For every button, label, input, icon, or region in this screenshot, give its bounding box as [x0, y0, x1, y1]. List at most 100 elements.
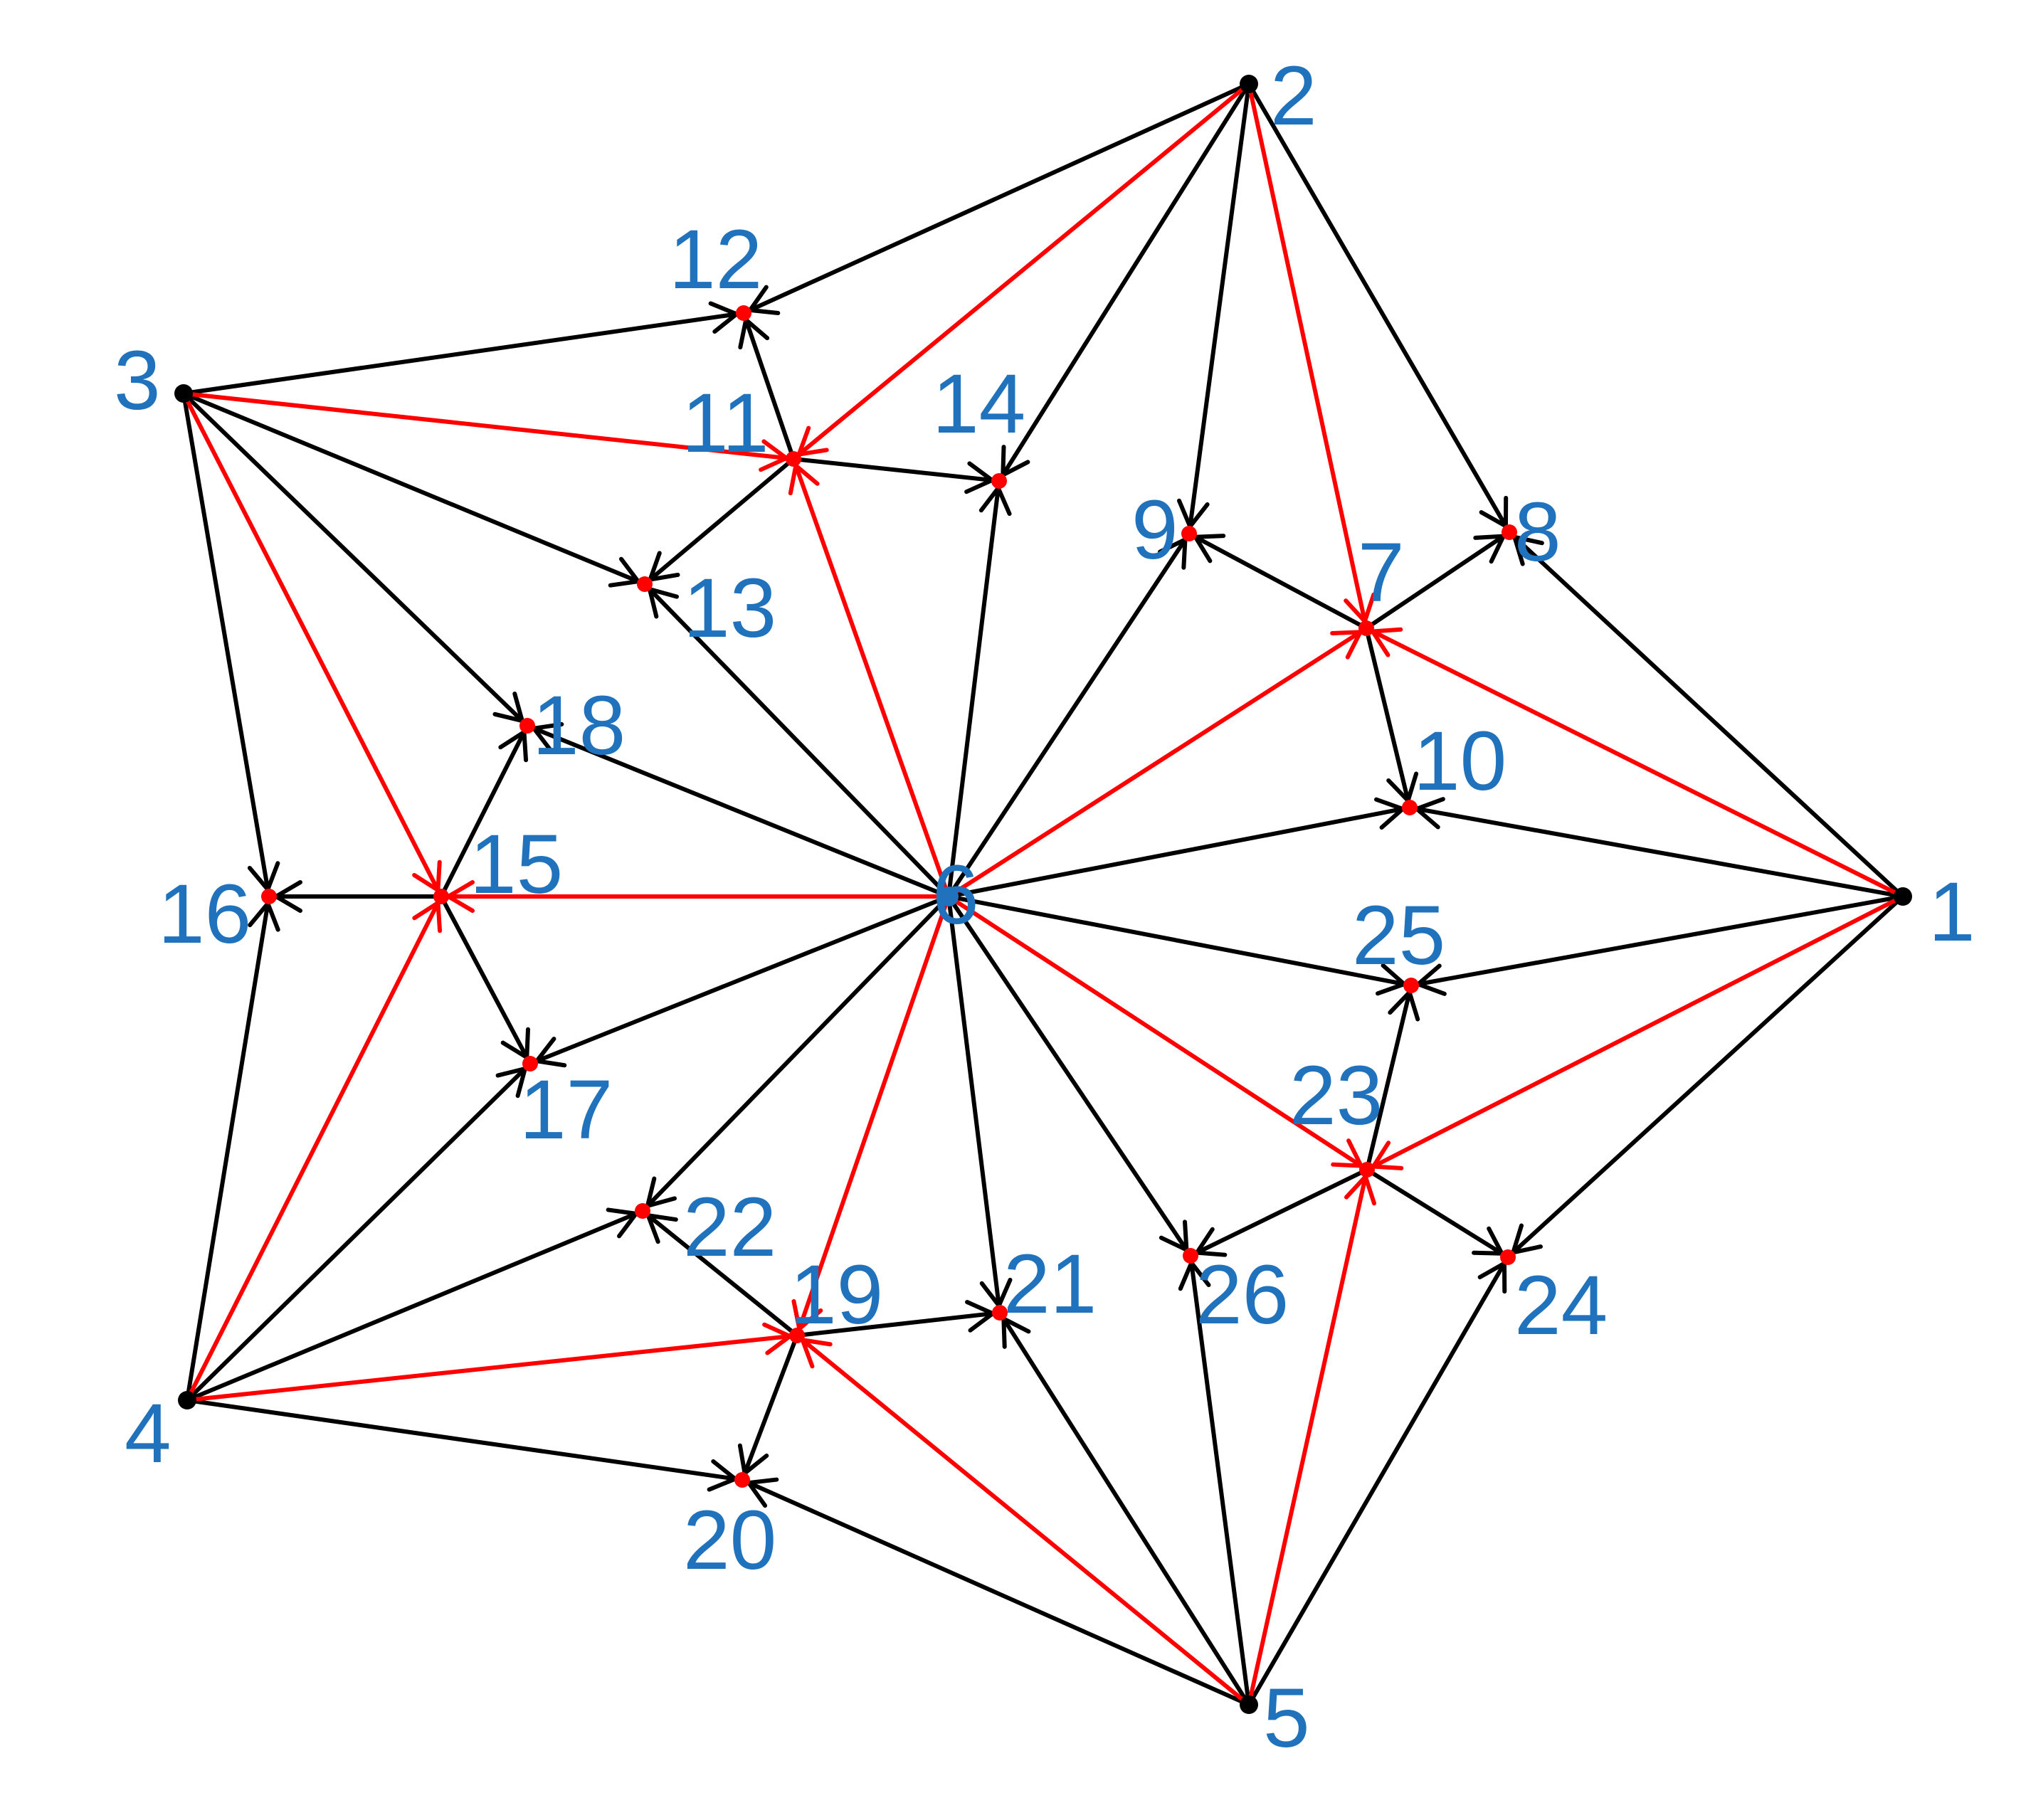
edge-1-to-10 [1409, 797, 1904, 899]
edge-15-to-16 [269, 880, 441, 913]
node-2-dot [1240, 75, 1258, 93]
edge-line-6-17 [529, 894, 950, 1066]
edge-line-5-19 [796, 1333, 1250, 1707]
edge-6-to-10 [948, 797, 1410, 899]
node-22-dot [635, 1203, 650, 1219]
node-16-label: 16 [158, 867, 251, 961]
node-14-dot [991, 473, 1007, 489]
edge-line-6-21 [946, 896, 1002, 1313]
edge-line-7-9 [1188, 531, 1368, 630]
arrowhead-6-7 [1330, 630, 1363, 660]
edge-line-3-16 [181, 393, 271, 897]
node-8-dot [1502, 524, 1517, 540]
edge-line-1-24 [1506, 894, 1905, 1259]
edge-line-2-8 [1247, 83, 1511, 534]
edge-line-3-13 [182, 391, 646, 586]
edge-line-6-18 [526, 724, 950, 899]
node-25-label: 25 [1352, 889, 1445, 983]
edge-line-1-7 [1365, 626, 1904, 899]
edge-line-4-20 [186, 1398, 743, 1482]
node-23-dot [1359, 1162, 1375, 1178]
edge-line-11-12 [742, 312, 796, 460]
edge-2-to-9 [1176, 83, 1251, 534]
node-22-label: 22 [683, 1180, 776, 1274]
node-13-label: 13 [683, 561, 776, 655]
node-17-label: 17 [519, 1063, 613, 1157]
edge-23-to-26 [1189, 1168, 1368, 1258]
edge-5-to-20 [741, 1477, 1250, 1707]
node-8-label: 8 [1514, 485, 1561, 579]
edge-line-6-19 [795, 896, 951, 1336]
edge-line-6-11 [791, 457, 951, 898]
nodes-layer [174, 75, 1912, 1714]
edge-line-6-13 [643, 582, 951, 899]
edge-line-6-14 [946, 480, 1001, 897]
node-1-label: 1 [1928, 865, 1975, 959]
edge-line-3-15 [181, 392, 443, 898]
edge-line-1-8 [1507, 530, 1905, 899]
edge-line-2-11 [792, 82, 1250, 461]
node-13-dot [637, 576, 653, 592]
edge-line-4-19 [186, 1333, 798, 1402]
edge-6-to-11 [788, 457, 951, 898]
edge-15-to-17 [439, 895, 532, 1065]
node-19-label: 19 [790, 1248, 883, 1342]
node-10-label: 10 [1413, 714, 1506, 808]
edges-layer [181, 82, 1905, 1707]
node-6-dot [939, 887, 959, 906]
node-6-label: 6 [932, 848, 979, 942]
edge-2-to-14 [997, 83, 1251, 482]
edge-11-to-14 [793, 457, 1000, 494]
edge-line-7-10 [1364, 628, 1412, 808]
node-4-dot [178, 1391, 196, 1409]
edge-line-19-21 [796, 1311, 1001, 1338]
edge-7-to-9 [1188, 531, 1368, 630]
edge-line-3-11 [183, 391, 794, 461]
node-19-dot [789, 1328, 805, 1343]
node-15-dot [433, 889, 449, 904]
edge-6-to-22 [640, 894, 951, 1213]
node-15-label: 15 [470, 818, 563, 911]
edge-line-6-7 [947, 626, 1368, 899]
edge-line-3-12 [183, 311, 744, 396]
node-25-dot [1403, 978, 1419, 993]
edge-line-7-8 [1365, 530, 1511, 630]
edge-line-4-22 [186, 1209, 644, 1402]
node-2-label: 2 [1270, 49, 1317, 143]
node-26-dot [1183, 1248, 1198, 1264]
node-21-label: 21 [1003, 1237, 1097, 1331]
node-11-label: 11 [682, 376, 769, 470]
edge-7-to-10 [1364, 628, 1419, 808]
node-16-dot [261, 889, 277, 904]
edge-line-23-25 [1365, 985, 1413, 1170]
edge-5-to-21 [998, 1311, 1251, 1706]
edge-line-5-20 [741, 1478, 1250, 1707]
edge-1-to-23 [1366, 894, 1904, 1172]
edge-line-11-13 [643, 457, 795, 586]
edge-line-6-9 [946, 532, 1191, 898]
edge-6-to-17 [529, 894, 950, 1068]
edge-6-to-21 [946, 896, 1013, 1313]
arrowhead-2-14 [1001, 445, 1030, 477]
edge-line-5-23 [1247, 1169, 1369, 1705]
edge-1-to-8 [1507, 530, 1905, 899]
edge-1-to-25 [1410, 894, 1904, 996]
node-17-dot [522, 1056, 538, 1072]
edge-4-to-22 [186, 1207, 644, 1402]
edge-6-to-14 [946, 480, 1012, 897]
node-18-label: 18 [532, 679, 626, 773]
edge-line-2-9 [1187, 83, 1251, 534]
node-14-label: 14 [932, 357, 1025, 451]
edge-line-15-17 [439, 895, 532, 1065]
edge-line-19-22 [641, 1209, 798, 1338]
edge-3-to-18 [181, 391, 529, 728]
edge-3-to-12 [183, 301, 744, 396]
edge-line-2-12 [742, 82, 1250, 315]
node-3-label: 3 [114, 334, 161, 428]
node-10-dot [1402, 800, 1418, 815]
node-24-dot [1500, 1249, 1516, 1265]
node-5-label: 5 [1263, 1671, 1310, 1765]
node-23-label: 23 [1289, 1049, 1383, 1143]
edge-line-5-24 [1247, 1256, 1510, 1706]
